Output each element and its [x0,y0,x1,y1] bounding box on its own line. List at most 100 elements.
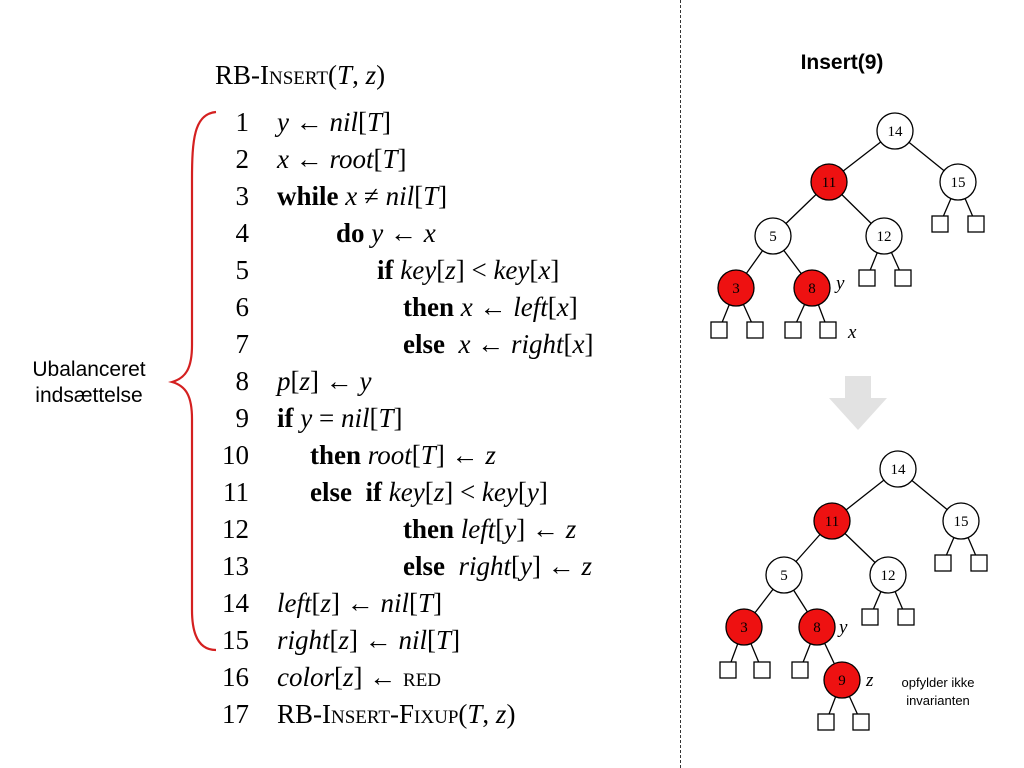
annotation-x-before: x [847,322,857,343]
edge-14-15 [897,468,962,522]
nil-leaf [719,661,737,679]
edge-11-5 [772,181,830,237]
nil-leaf [970,554,988,572]
nil-leaf [861,608,879,626]
code-statement: color[z] ← red [277,662,442,692]
tree-after-nodes [725,450,980,699]
node-label-3: 3 [732,281,740,297]
node-label-12: 12 [881,568,896,584]
nil-leaf [753,661,771,679]
tree-before-nil-leaves [710,215,985,339]
code-statement: RB-Insert-Fixup(T, z) [277,699,516,729]
edge-15-nil-r [957,181,977,225]
line-number: 13 [222,551,249,581]
edge-5-8 [772,235,813,289]
node-11 [810,163,848,201]
brace-label: Ubalanceret indsættelse [14,357,164,409]
node-label-5: 5 [780,568,788,584]
line-number: 1 [235,107,250,137]
code-statement: then left[y] ← z [403,514,577,544]
line-number: 8 [235,366,250,396]
node-label-5: 5 [769,229,777,245]
nil-leaf [934,554,952,572]
brace-path [168,110,217,652]
nil-leaf [897,608,915,626]
code-statement: right[z] ← nil[T] [277,625,461,655]
edge-14-11 [831,468,899,522]
code-statement: while x ≠ nil[T] [277,181,448,211]
line-number: 10 [222,440,249,470]
annotation-y-after: y [837,617,848,638]
edge-14-15 [894,130,959,183]
code-statement: else x ← right[x] [403,329,594,359]
title-prefix: RB- [215,60,261,90]
node-label-15: 15 [951,175,966,191]
node-15 [939,163,977,201]
line-number: 6 [235,292,250,322]
line-number: 15 [222,625,249,655]
line-number: 5 [235,255,250,285]
tree-after-labels: 14 11 15 5 12 3 8 9 [740,462,968,689]
edge-12-nil-l [866,235,885,279]
edge-5-8 [783,574,818,628]
note-line1: opfylder ikke [901,675,975,690]
code-statement: y ← nil[T] [277,107,392,137]
node-label-8: 8 [808,281,816,297]
nil-leaf [819,321,837,339]
node-5 [754,217,792,255]
down-arrow-icon [829,376,887,430]
nil-leaf [746,321,764,339]
edge-3-nil-l [727,626,745,671]
node-label-3: 3 [740,620,748,636]
annotation-y-before: y [834,273,845,294]
edge-3-nil-r [743,626,763,671]
line-number: 11 [223,477,249,507]
node-3 [717,269,755,307]
node-label-9: 9 [838,673,846,689]
nil-leaf [791,661,809,679]
brace-label-line1: Ubalanceret [32,358,146,381]
nil-leaf [858,269,876,287]
note-line2: invarianten [906,693,970,708]
edge-8-nil-l [799,626,818,671]
node-label-8: 8 [813,620,821,636]
nil-leaf [931,215,949,233]
node-8 [798,608,836,646]
title-procedure-name: Insert [260,60,329,90]
edge-9-nil-r [841,679,862,723]
edge-11-5 [783,520,833,576]
line-number: 9 [235,403,250,433]
edge-12-nil-r [883,235,904,279]
red-curly-brace [168,110,217,652]
edge-8-nil-l [792,287,813,331]
line-number: 7 [235,329,250,359]
line-number: 12 [222,514,249,544]
brace-label-line2: indsættelse [35,384,143,407]
tree-before-nodes [717,112,977,307]
node-14 [876,112,914,150]
edge-11-12 [828,181,885,237]
dashed-divider [680,0,681,768]
code-statement: else if key[z] < key[y] [310,477,548,507]
code-statement: then root[T] ← z [310,440,496,470]
insert-title: Insert(9) [800,51,884,74]
tree-before-labels: 14 11 15 5 12 3 8 [732,124,965,297]
nil-leaf [710,321,728,339]
line-number: 14 [222,588,249,618]
line-number: 2 [235,144,250,174]
edge-3-nil-r [735,287,756,331]
node-label-14: 14 [888,124,904,140]
line-number: 3 [235,181,250,211]
edge-3-nil-l [718,287,737,331]
edge-14-11 [828,130,896,183]
node-12 [865,217,903,255]
edge-15-nil-r [960,520,980,564]
node-label-11: 11 [825,514,839,530]
edge-8-9 [816,626,843,681]
code-statement: do y ← x [336,218,436,248]
edge-5-3 [735,235,774,289]
invariant-note: opfylder ikke invarianten [878,674,998,710]
tree-before [718,130,977,331]
edge-5-3 [743,574,785,628]
edge-15-nil-l [939,181,959,225]
